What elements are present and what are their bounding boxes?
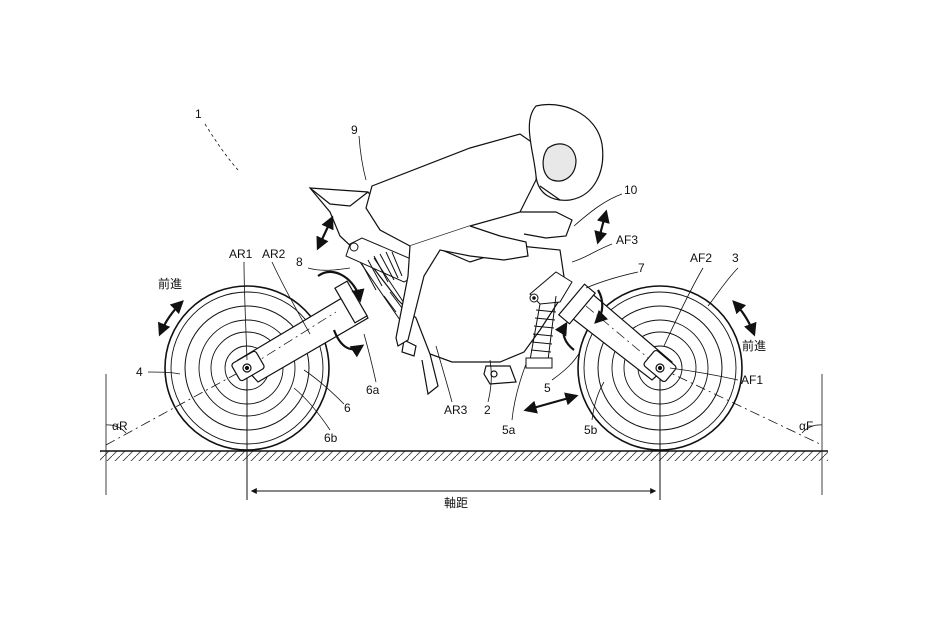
label-front-arm: 5 [544, 381, 551, 395]
label-forward-rear: 前進 [158, 277, 183, 291]
ground [100, 450, 828, 461]
rear-swing-arm [231, 280, 369, 383]
label-alpha-r: αR [112, 419, 128, 433]
wheelbase-dimension [246, 372, 661, 500]
body-frame [308, 187, 567, 396]
rear-shock [345, 237, 419, 321]
label-wheelbase: 軸距 [444, 496, 469, 510]
label-af2: AF2 [690, 251, 713, 265]
front-swing-arm [557, 283, 677, 383]
label-front-arm-a: 5a [502, 423, 516, 437]
label-rear-arm-a: 6a [366, 383, 380, 397]
label-ar1: AR1 [229, 247, 253, 261]
label-ar3: AR3 [444, 403, 468, 417]
label-rear-wheel: 4 [136, 365, 143, 379]
label-rear-shock: 8 [296, 255, 303, 269]
leader-lines [147, 123, 739, 431]
motion-arrows [158, 209, 757, 414]
front-shock [525, 271, 573, 369]
label-front-arm-b: 5b [584, 423, 598, 437]
label-rear-arm-b: 6b [324, 431, 338, 445]
angle-lines [105, 367, 823, 495]
label-rear-arm: 6 [344, 401, 351, 415]
label-seat-rail: 10 [624, 183, 638, 197]
label-front-shock: 7 [638, 261, 645, 275]
label-front-wheel: 3 [732, 251, 739, 265]
label-forward-front: 前進 [742, 339, 767, 353]
label-alpha-f: αF [799, 419, 814, 433]
label-rider: 9 [351, 123, 358, 137]
label-frame: 2 [484, 403, 491, 417]
label-ar2: AR2 [262, 247, 286, 261]
label-fig-ref: 1 [195, 107, 202, 121]
label-af1: AF1 [741, 373, 764, 387]
rider [365, 103, 604, 347]
label-af3: AF3 [616, 233, 639, 247]
